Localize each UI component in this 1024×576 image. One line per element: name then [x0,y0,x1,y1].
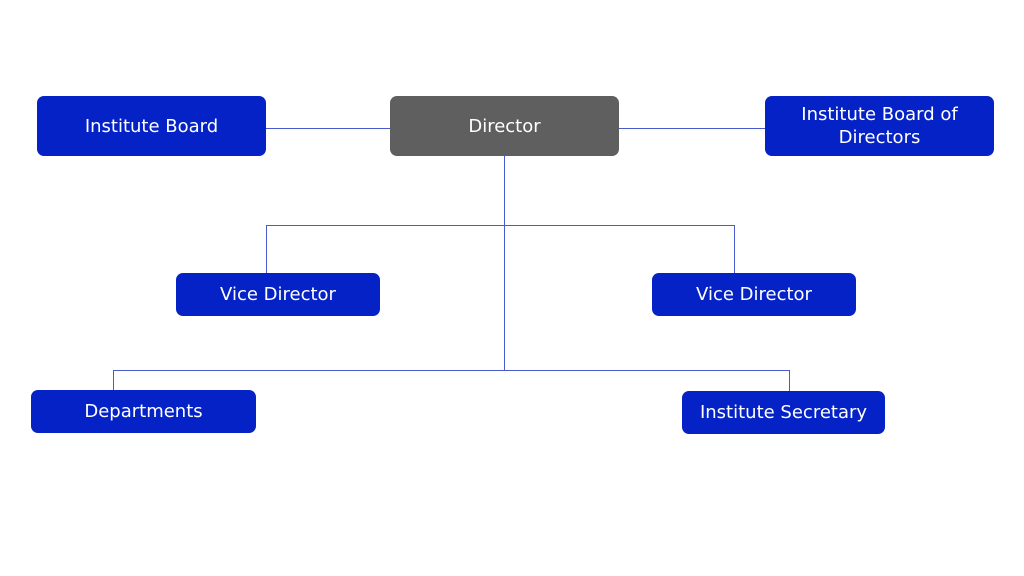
connector-departments-secretary [113,370,790,391]
director-label: Director [468,115,541,137]
institute-secretary-node[interactable]: Institute Secretary [682,391,885,434]
vice-director-right-node[interactable]: Vice Director [652,273,856,316]
institute-secretary-label: Institute Secretary [699,402,868,423]
vice-director-left-node[interactable]: Vice Director [176,273,380,316]
director-node[interactable]: Director [390,96,619,156]
institute-board-label: Institute Board [84,115,219,137]
departments-label: Departments [84,401,203,422]
departments-node[interactable]: Departments [31,390,256,433]
vice-director-left-label: Vice Director [220,284,336,305]
institute-board-of-directors-label: Institute Board of Directors [801,104,958,148]
connector-vice-directors [266,225,735,273]
vice-director-right-label: Vice Director [696,284,812,305]
institute-board-node[interactable]: Institute Board [37,96,266,156]
institute-board-of-directors-node[interactable]: Institute Board of Directors [765,96,994,156]
